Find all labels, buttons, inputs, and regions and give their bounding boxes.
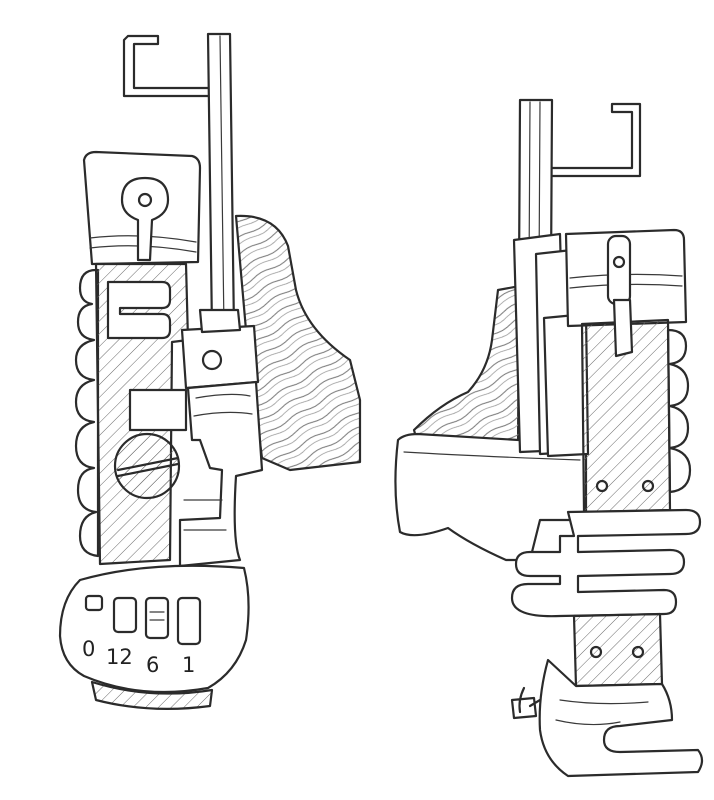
left-dial-base bbox=[90, 680, 214, 711]
dial-window-1 bbox=[176, 596, 202, 646]
left-clamp-screw-icon bbox=[201, 349, 223, 371]
right-rivet-top-left-icon bbox=[595, 479, 609, 493]
left-adjust-screw-icon bbox=[113, 432, 181, 500]
right-cap-slot bbox=[606, 234, 632, 306]
dial-label-6: 6 bbox=[146, 653, 159, 677]
dial-label-1: 1 bbox=[182, 653, 195, 677]
dial-window-12 bbox=[112, 596, 138, 634]
right-lower-screw-icon bbox=[510, 686, 542, 720]
right-rivet-bottom-right-icon bbox=[631, 645, 645, 659]
dial-window-0 bbox=[84, 594, 104, 612]
left-slot-upper bbox=[106, 280, 172, 340]
right-hook-wire bbox=[550, 102, 642, 178]
left-slot-mid bbox=[128, 388, 188, 432]
left-pivot-screw-icon bbox=[137, 192, 153, 208]
right-shank-block bbox=[412, 284, 522, 454]
left-pivot-ear bbox=[120, 176, 170, 262]
right-base-plate bbox=[394, 432, 588, 562]
right-bottom-toe bbox=[538, 658, 704, 778]
left-toe-arm bbox=[178, 380, 264, 568]
left-scalloped-guide bbox=[74, 268, 100, 558]
dial-label-0: 0 bbox=[82, 637, 95, 661]
right-lower-block bbox=[572, 612, 664, 688]
right-scalloped-guide bbox=[666, 328, 692, 494]
right-serpentine-spring bbox=[510, 508, 702, 618]
right-rivet-top-right-icon bbox=[641, 479, 655, 493]
left-hook-wire bbox=[122, 34, 214, 98]
right-cap-screw-icon bbox=[612, 255, 626, 269]
dial-label-12: 12 bbox=[106, 645, 133, 669]
right-view bbox=[394, 98, 704, 778]
right-rivet-bottom-left-icon bbox=[589, 645, 603, 659]
dial-window-6 bbox=[144, 596, 170, 640]
left-shank-block bbox=[234, 214, 362, 472]
left-view: 0 12 6 1 bbox=[58, 32, 362, 711]
